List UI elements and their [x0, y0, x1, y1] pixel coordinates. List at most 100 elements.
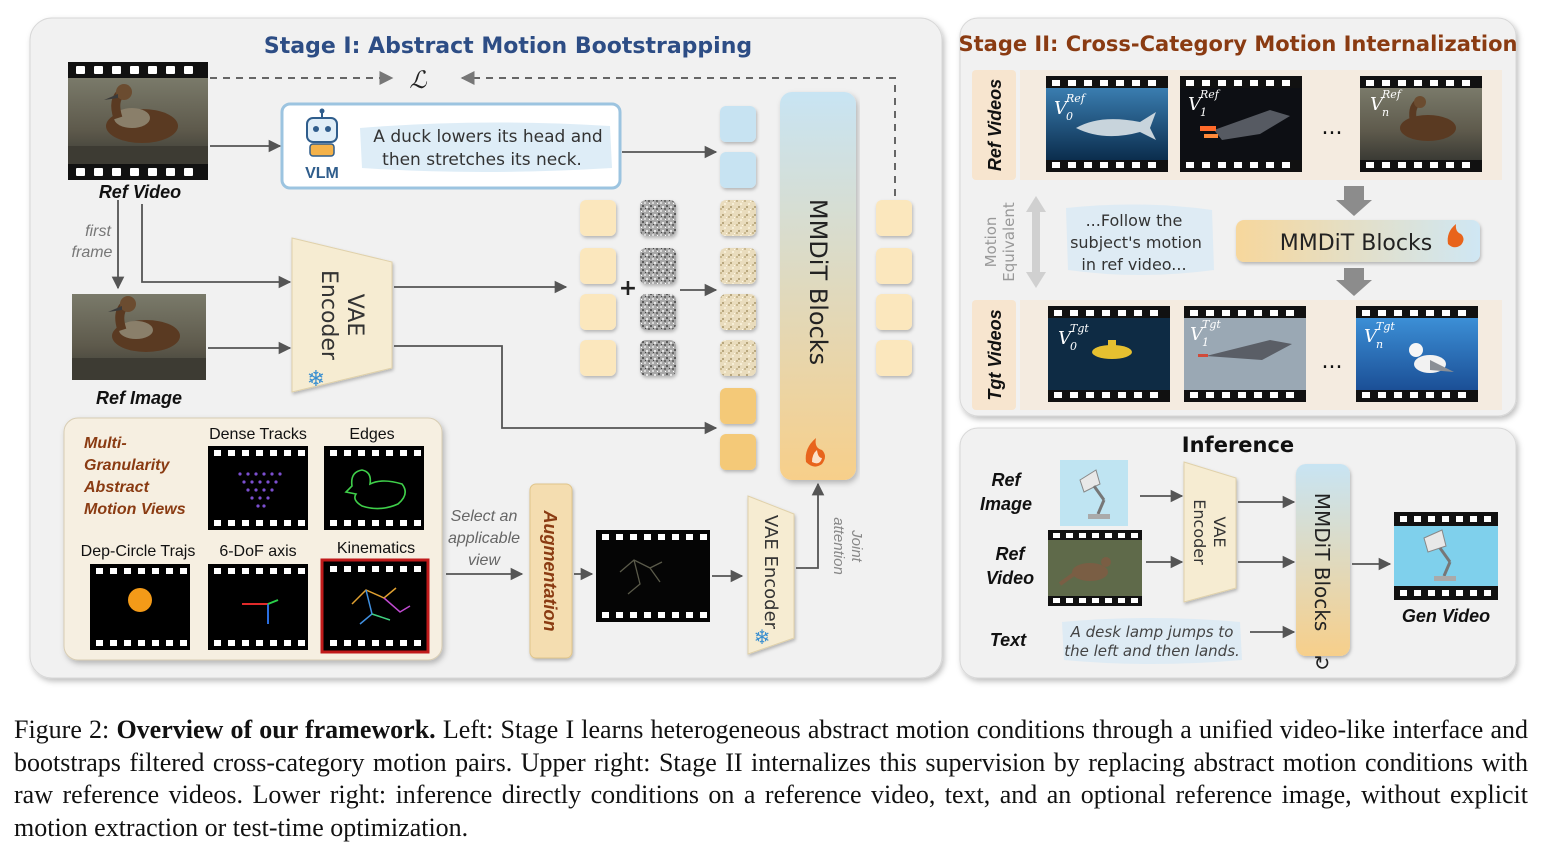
ref-video-tags: V 0 Ref V 1 Ref V n Ref	[1054, 88, 1403, 123]
figure-caption: Figure 2: Overview of our framework. Lef…	[14, 714, 1528, 844]
loop-icon: ↻	[1314, 651, 1331, 675]
gen-video	[1394, 512, 1498, 600]
arrow-vae-to-image-token	[394, 345, 718, 435]
motion-equivalent-arrow	[1026, 196, 1046, 288]
svg-text:Multi-: Multi-	[84, 435, 127, 452]
first-frame-label-1: first	[85, 223, 111, 240]
ref-video-film	[68, 62, 208, 180]
svg-text:V: V	[1054, 98, 1069, 119]
svg-text:V: V	[1370, 94, 1385, 115]
inf-prompt: A desk lamp jumps to the left and then l…	[1064, 623, 1240, 660]
augmented-view	[596, 530, 710, 622]
joint-attention-label-2: attention	[830, 517, 847, 575]
svg-text:Tgt: Tgt	[1070, 322, 1089, 335]
inf-text-label: Text	[990, 630, 1027, 650]
svg-text:0: 0	[1066, 110, 1073, 123]
fire-icon	[805, 438, 825, 467]
ref-video-n	[1360, 76, 1482, 172]
loss-arrow-right	[460, 71, 896, 196]
framework-figure: Stage I: Abstract Motion Bootstrapping R…	[29, 17, 1518, 679]
svg-text:Select an: Select an	[451, 508, 518, 525]
stage2-title: Stage II: Cross-Category Motion Internal…	[958, 32, 1517, 56]
svg-text:n: n	[1376, 338, 1383, 351]
mmdit-block-stage1	[780, 92, 856, 480]
svg-text:Edges: Edges	[349, 426, 394, 443]
svg-text:V: V	[1190, 324, 1205, 345]
inference-title: Inference	[1182, 433, 1294, 457]
tgt-video-n	[1356, 306, 1478, 402]
svg-text:V: V	[1364, 326, 1379, 347]
inf-ref-video-label-2: Video	[986, 568, 1034, 588]
caption-prefix: Figure 2:	[14, 715, 117, 744]
mmdit-stage1-label: MMDiT Blocks	[804, 199, 832, 365]
svg-text:in ref video...: in ref video...	[1081, 255, 1186, 274]
tgt-video-0	[1048, 306, 1170, 402]
fire-icon-2	[1447, 224, 1464, 248]
svg-text:Kinematics: Kinematics	[337, 540, 415, 557]
caption-bold: Overview of our framework.	[116, 715, 436, 744]
loss-symbol: ℒ	[409, 66, 427, 94]
tgt-video-tags: V 0 Tgt V 1 Tgt V n Tgt	[1058, 318, 1395, 353]
ref-videos-label-box	[972, 70, 1016, 180]
svg-text:0: 0	[1070, 340, 1077, 353]
arrow-video-to-vae	[141, 204, 292, 289]
arrow-joint-attention	[796, 482, 825, 569]
motion-equivalent-label-2: Equivalent	[1000, 202, 1018, 282]
snowflake-icon-2: ❄	[754, 625, 771, 649]
inf-ref-video	[1048, 530, 1142, 606]
mmdit-stage2-label: MMDiT Blocks	[1280, 231, 1432, 256]
inf-ref-image-label-1: Ref	[991, 470, 1022, 490]
vlm-caption-brush	[360, 122, 612, 172]
mmdit-block-stage2	[1236, 220, 1480, 262]
output-tokens	[876, 200, 912, 376]
svg-text:1: 1	[1202, 336, 1209, 349]
svg-text:view: view	[468, 552, 501, 569]
token-column	[720, 106, 756, 470]
tgt-videos-label-box	[972, 300, 1016, 410]
svg-text:Motion Views: Motion Views	[84, 501, 186, 518]
inf-ref-image	[1060, 460, 1128, 526]
vae-encoder-2	[747, 495, 795, 655]
inf-mmdit-label: MMDiT Blocks	[1310, 493, 1334, 632]
svg-text:Ref: Ref	[1381, 88, 1403, 101]
vlm-label: VLM	[305, 165, 339, 182]
plus-symbol: +	[619, 276, 637, 301]
augmentation-box	[529, 483, 573, 659]
caption-body: Left: Stage I learns heterogeneous abstr…	[14, 715, 1528, 842]
ref-video-0	[1046, 76, 1168, 172]
ref-image-label: Ref Image	[96, 388, 182, 408]
view-edges: Edges	[324, 426, 424, 530]
stage2-prompt: ...Follow the subject's motion in ref vi…	[1070, 211, 1202, 274]
ref-video-label: Ref Video	[99, 182, 181, 202]
svg-text:applicable: applicable	[448, 530, 520, 547]
svg-text:V: V	[1188, 94, 1203, 115]
svg-text:Abstract: Abstract	[83, 479, 150, 496]
svg-text:subject's motion: subject's motion	[1070, 233, 1202, 252]
stage1-title: Stage I: Abstract Motion Bootstrapping	[264, 34, 752, 59]
snowflake-icon: ❄	[307, 367, 325, 392]
prompt-brush	[1066, 204, 1214, 275]
inf-vae-label-1: VAE	[1210, 517, 1229, 548]
views-title: Multi- Granularity Abstract Motion Views	[83, 435, 186, 518]
tgt-videos-label: Tgt Videos	[985, 309, 1005, 400]
svg-text:Ref: Ref	[1065, 92, 1087, 105]
view-dense-tracks: Dense Tracks	[208, 426, 308, 530]
first-frame-label-2: frame	[72, 244, 113, 261]
view-dep-circle-trajs: Dep-Circle Trajs	[81, 543, 195, 650]
svg-text:the left and then lands.: the left and then lands.	[1064, 642, 1240, 660]
tgt-ellipsis: ...	[1322, 349, 1343, 374]
noise-tokens	[640, 200, 676, 376]
vlm-caption-line2: then stretches its neck.	[382, 150, 582, 170]
svg-text:A desk lamp jumps to: A desk lamp jumps to	[1070, 623, 1234, 641]
svg-text:Dense Tracks: Dense Tracks	[209, 426, 307, 443]
svg-text:Granularity: Granularity	[84, 457, 170, 474]
ref-ellipsis: ...	[1322, 115, 1343, 140]
inf-text-brush	[1062, 618, 1242, 664]
ref-image	[72, 294, 206, 380]
arrow-down-2	[1336, 268, 1372, 296]
svg-text:V: V	[1058, 328, 1073, 349]
vae-encoder-1-label1: VAE	[342, 294, 367, 337]
svg-text:Tgt: Tgt	[1202, 318, 1221, 331]
svg-text:1: 1	[1200, 106, 1207, 119]
view-kinematics: Kinematics	[320, 540, 430, 654]
